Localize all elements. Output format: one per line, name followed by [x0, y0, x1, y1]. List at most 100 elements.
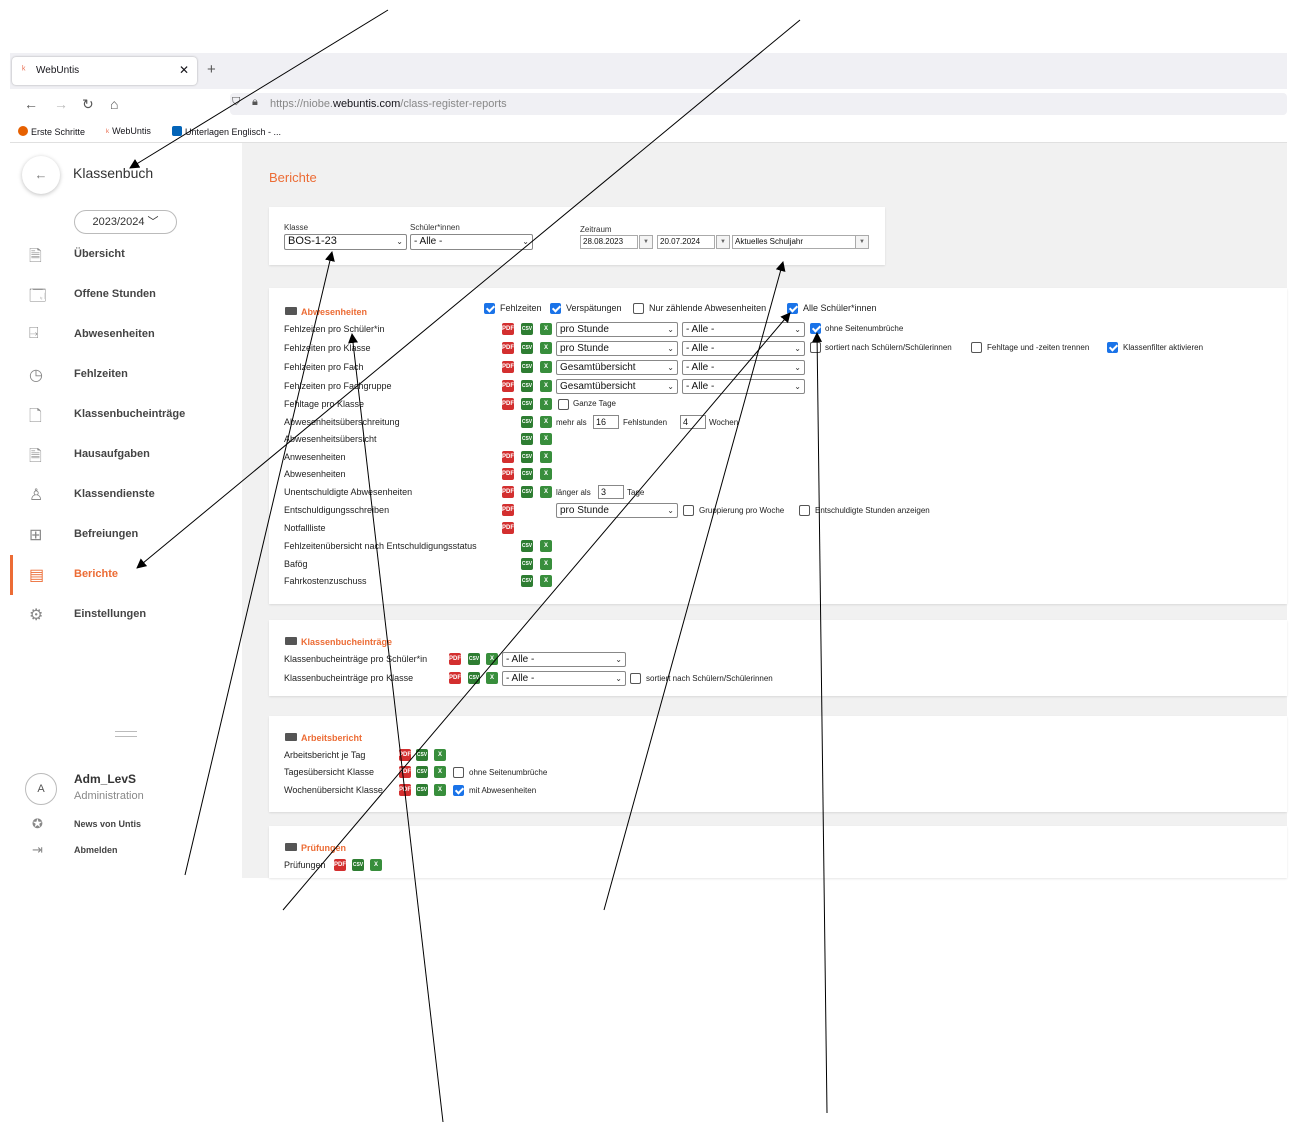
ohne-umbrueche-checkbox[interactable] [810, 323, 821, 334]
date-from-input[interactable]: 28.08.2023 [580, 235, 638, 249]
avatar[interactable]: A [25, 773, 57, 805]
excel-icon[interactable]: X [434, 766, 446, 778]
entschuldigte-checkbox[interactable] [799, 505, 810, 516]
pdf-icon[interactable]: PDF [334, 859, 346, 871]
klassenfilter-checkbox[interactable] [1107, 342, 1118, 353]
alle-select[interactable]: - Alle -⌄ [682, 341, 805, 356]
excel-icon[interactable]: X [486, 672, 498, 684]
excel-icon[interactable]: X [486, 653, 498, 665]
pdf-icon[interactable]: PDF [502, 468, 514, 480]
sortiert-checkbox[interactable] [810, 342, 821, 353]
forward-arrow-icon[interactable]: → [54, 96, 68, 112]
csv-icon[interactable]: CSV [521, 451, 533, 463]
excel-icon[interactable]: X [434, 749, 446, 761]
date-to-input[interactable]: 20.07.2024 [657, 235, 715, 249]
mit-abwesenheiten-checkbox[interactable] [453, 785, 464, 796]
sidebar-item-uebersicht[interactable]: 🗎Übersicht [10, 235, 242, 275]
gesamt-select[interactable]: Gesamtübersicht⌄ [556, 379, 678, 394]
browser-tab[interactable]: ᵏ WebUntis ✕ [12, 57, 197, 85]
pro-stunde-select[interactable]: pro Stunde⌄ [556, 322, 678, 337]
alle-select[interactable]: - Alle -⌄ [502, 671, 626, 686]
pdf-icon[interactable]: PDF [449, 672, 461, 684]
excel-icon[interactable]: X [540, 451, 552, 463]
bookmark-erste-schritte[interactable]: Erste Schritte [18, 126, 85, 137]
excel-icon[interactable]: X [540, 380, 552, 392]
pdf-icon[interactable]: PDF [502, 323, 514, 335]
school-year-selector[interactable]: 2023/2024 ﹀ [74, 210, 177, 234]
fehltage-trennen-checkbox[interactable] [971, 342, 982, 353]
sortiert-checkbox[interactable] [630, 673, 641, 684]
pdf-icon[interactable]: PDF [502, 361, 514, 373]
alle-select[interactable]: - Alle -⌄ [502, 652, 626, 667]
csv-icon[interactable]: CSV [521, 486, 533, 498]
tage-input[interactable]: 3 [598, 485, 624, 499]
sidebar-item-befreiungen[interactable]: ⊞Befreiungen [10, 515, 242, 555]
calendar-dropdown-icon[interactable]: ▼ [716, 235, 730, 249]
fehlzeiten-checkbox[interactable] [484, 303, 495, 314]
excel-icon[interactable]: X [370, 859, 382, 871]
csv-icon[interactable]: CSV [521, 380, 533, 392]
alle-schueler-checkbox[interactable] [787, 303, 798, 314]
ganze-tage-checkbox[interactable] [558, 399, 569, 410]
drag-handle-icon[interactable] [115, 731, 137, 737]
back-button[interactable]: ← [22, 156, 60, 194]
excel-icon[interactable]: X [540, 361, 552, 373]
excel-icon[interactable]: X [540, 323, 552, 335]
csv-icon[interactable]: CSV [521, 540, 533, 552]
excel-icon[interactable]: X [540, 398, 552, 410]
back-arrow-icon[interactable]: ← [24, 96, 38, 112]
sidebar-item-klassenbucheintraege[interactable]: 🗋Klassenbucheinträge [10, 395, 242, 435]
excel-icon[interactable]: X [434, 784, 446, 796]
schueler-select[interactable]: - Alle -⌄ [410, 234, 533, 250]
excel-icon[interactable]: X [540, 468, 552, 480]
csv-icon[interactable]: CSV [416, 784, 428, 796]
excel-icon[interactable]: X [540, 416, 552, 428]
calendar-dropdown-icon[interactable]: ▼ [639, 235, 653, 249]
logout-link[interactable]: ⇥Abmelden [10, 840, 242, 862]
sidebar-item-offene-stunden[interactable]: 🗔Offene Stunden [10, 275, 242, 315]
pro-stunde-select[interactable]: pro Stunde⌄ [556, 341, 678, 356]
gesamt-select[interactable]: Gesamtübersicht⌄ [556, 360, 678, 375]
pdf-icon[interactable]: PDF [399, 766, 411, 778]
sidebar-item-berichte[interactable]: ▤Berichte [10, 555, 242, 595]
csv-icon[interactable]: CSV [521, 323, 533, 335]
klasse-select[interactable]: BOS-1-23⌄ [284, 234, 407, 250]
excel-icon[interactable]: X [540, 433, 552, 445]
close-tab-icon[interactable]: ✕ [178, 63, 189, 77]
excel-icon[interactable]: X [540, 575, 552, 587]
ohne-umbrueche-checkbox[interactable] [453, 767, 464, 778]
nur-zaehlende-checkbox[interactable] [633, 303, 644, 314]
reload-icon[interactable]: ↻ [82, 96, 94, 112]
bookmark-unterlagen[interactable]: Unterlagen Englisch - ... [172, 126, 281, 137]
excel-icon[interactable]: X [540, 558, 552, 570]
chevron-down-icon[interactable]: ▼ [855, 235, 869, 249]
pdf-icon[interactable]: PDF [502, 398, 514, 410]
sidebar-item-klassendienste[interactable]: ♙Klassendienste [10, 475, 242, 515]
pdf-icon[interactable]: PDF [502, 342, 514, 354]
fehlstunden-input[interactable]: 16 [593, 415, 619, 429]
pdf-icon[interactable]: PDF [502, 522, 514, 534]
pdf-icon[interactable]: PDF [399, 784, 411, 796]
csv-icon[interactable]: CSV [521, 468, 533, 480]
pro-stunde-select[interactable]: pro Stunde⌄ [556, 503, 678, 518]
csv-icon[interactable]: CSV [521, 575, 533, 587]
pdf-icon[interactable]: PDF [449, 653, 461, 665]
excel-icon[interactable]: X [540, 486, 552, 498]
sidebar-item-einstellungen[interactable]: ⚙Einstellungen [10, 595, 242, 635]
alle-select[interactable]: - Alle -⌄ [682, 379, 805, 394]
wochen-input[interactable]: 4 [680, 415, 706, 429]
url-bar[interactable]: ⛉ 🔒︎ https://niobe.webuntis.com/class-re… [230, 93, 1287, 115]
csv-icon[interactable]: CSV [521, 342, 533, 354]
csv-icon[interactable]: CSV [416, 749, 428, 761]
alle-select[interactable]: - Alle -⌄ [682, 360, 805, 375]
pdf-icon[interactable]: PDF [502, 380, 514, 392]
csv-icon[interactable]: CSV [521, 558, 533, 570]
excel-icon[interactable]: X [540, 540, 552, 552]
excel-icon[interactable]: X [540, 342, 552, 354]
verspaetungen-checkbox[interactable] [550, 303, 561, 314]
alle-select[interactable]: - Alle -⌄ [682, 322, 805, 337]
home-icon[interactable]: ⌂ [110, 96, 119, 112]
csv-icon[interactable]: CSV [416, 766, 428, 778]
csv-icon[interactable]: CSV [352, 859, 364, 871]
